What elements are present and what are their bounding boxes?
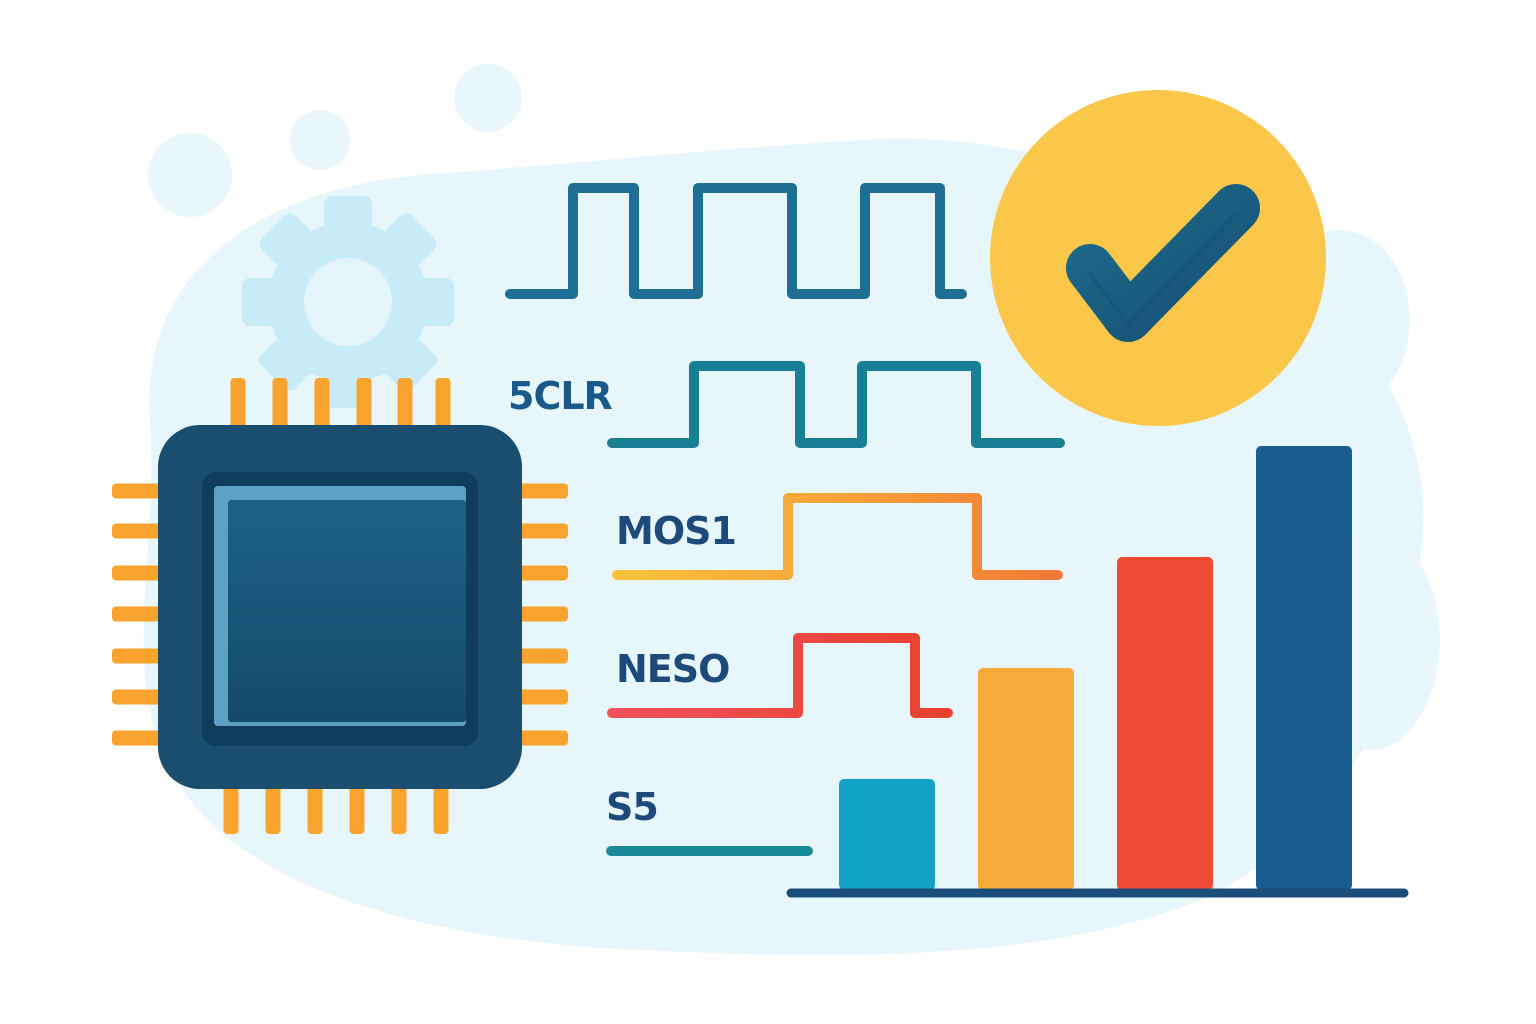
chip-pin-bottom [223,776,239,834]
chip-pin-bottom [307,776,323,834]
chip-pin-bottom [349,776,365,834]
chip-pin-right [508,689,568,705]
chip-pin-bottom [433,776,449,834]
sclk-waveform [607,361,1065,448]
bar-chart [839,446,1352,890]
chip-pin-right [508,648,568,664]
bar-2 [978,668,1074,890]
chip-pin-left [112,606,172,622]
chip-pin-top [435,378,451,438]
signal-label-ss: S5 [606,785,659,829]
signal-label-sclk: 5CLR [508,374,613,418]
chip-pin-top [314,378,330,438]
chip-pin-left [112,483,172,499]
clk-waveform [505,183,967,299]
chip-pin-right [508,523,568,539]
gear-icon [242,196,454,408]
chip-pins [112,378,568,834]
chip-pin-left [112,689,172,705]
bar-3 [1117,557,1213,890]
spi-waveforms [505,183,1065,856]
chip-pin-bottom [265,776,281,834]
checkmark-icon [1066,184,1260,342]
chip-pin-top [230,378,246,438]
signal-label-mosi: MOS1 [616,509,737,553]
chip-pin-right [508,565,568,581]
chip-pin-left [112,523,172,539]
chip-pin-right [508,483,568,499]
chip-pin-top [356,378,372,438]
chip-pin-top [397,378,413,438]
checkmark-badge-icon [990,90,1326,426]
microcontroller-chip-icon [112,378,568,834]
mosi-waveform [612,493,1063,580]
signal-label-miso: NESO [616,647,730,691]
chip-pin-right [508,606,568,622]
bar-4 [1256,446,1352,890]
chip-pin-left [112,730,172,746]
bar-1 [839,779,935,890]
chip-pin-left [112,648,172,664]
chip-pin-top [272,378,288,438]
chip-pin-right [508,730,568,746]
chip-pin-left [112,565,172,581]
chip-pin-bottom [391,776,407,834]
miso-waveform [607,633,953,718]
